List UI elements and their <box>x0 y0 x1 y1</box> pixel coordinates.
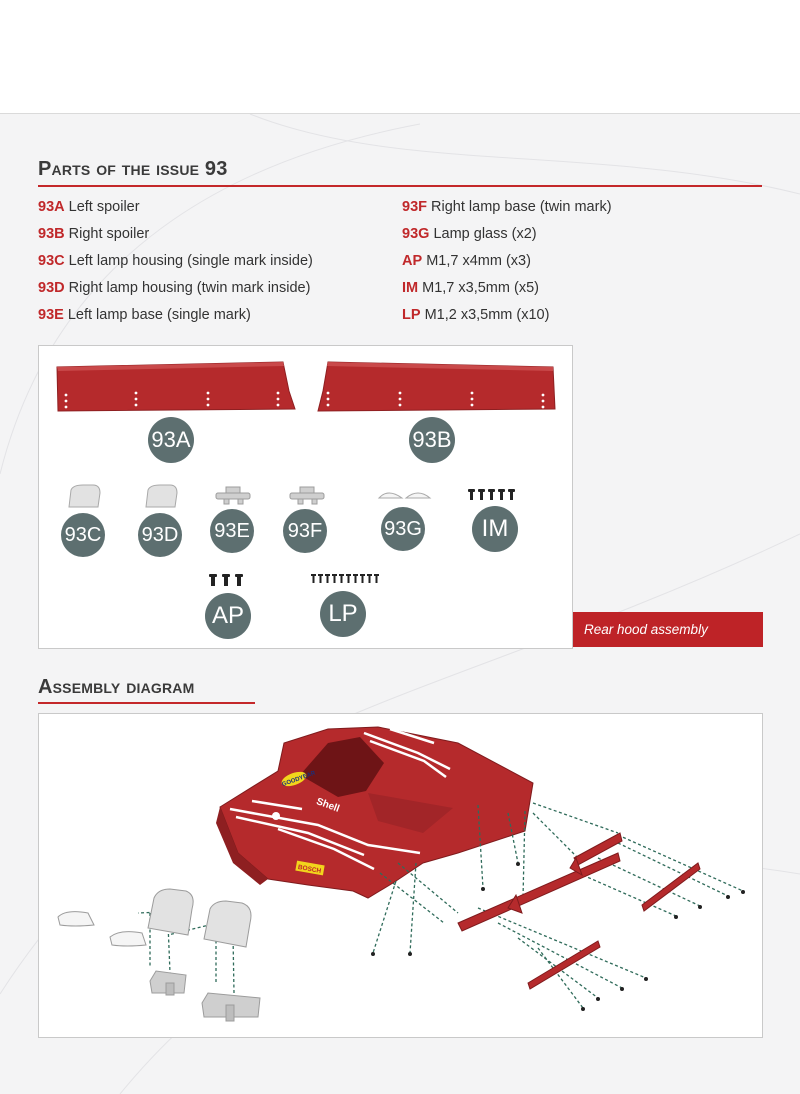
lamp-housing-93d-image <box>145 484 178 508</box>
parts-list-right: 93F Right lamp base (twin mark) 93G Lamp… <box>402 194 612 329</box>
part-row: 93D Right lamp housing (twin mark inside… <box>38 275 313 302</box>
part-row: LP M1,2 x3,5mm (x10) <box>402 302 612 329</box>
caption-banner: Rear hood assembly <box>573 612 763 647</box>
part-row: 93G Lamp glass (x2) <box>402 221 612 248</box>
rear-hood-image: GOODYEAR Shell BOSCH <box>216 726 534 899</box>
part-row: 93F Right lamp base (twin mark) <box>402 194 612 221</box>
badge-93d: 93D <box>138 513 182 557</box>
parts-title: Parts of the issue 93 <box>38 158 228 180</box>
badge-93c: 93C <box>61 513 105 557</box>
lamp-base-93f-image <box>289 486 325 505</box>
part-code: AP <box>402 253 423 269</box>
part-desc: Right spoiler <box>68 226 150 242</box>
bosch-decal: BOSCH <box>297 864 322 875</box>
part-desc: Right lamp base (twin mark) <box>431 199 612 215</box>
spoiler-93b-image <box>317 361 556 412</box>
part-code: 93G <box>402 226 430 242</box>
badge-ap: AP <box>205 593 251 639</box>
screws-im-image <box>468 489 515 500</box>
part-desc: Right lamp housing (twin mark inside) <box>68 280 311 296</box>
part-code: 93E <box>38 307 64 323</box>
part-desc: Left spoiler <box>68 199 140 215</box>
part-code: 93C <box>38 253 65 269</box>
header-band <box>0 0 800 114</box>
screws-ap-image <box>209 574 243 586</box>
lamp-assembly-image <box>57 888 261 1022</box>
badge-93f: 93F <box>283 509 327 553</box>
part-code: LP <box>402 307 421 323</box>
lamp-base-93e-image <box>215 486 251 505</box>
parts-title-rule <box>38 185 762 187</box>
part-code: IM <box>402 280 419 296</box>
part-code: 93B <box>38 226 65 242</box>
part-desc: M1,2 x3,5mm (x10) <box>424 307 550 323</box>
assembly-title: Assembly diagram <box>38 676 195 698</box>
assembly-title-rule <box>38 702 255 704</box>
part-row: 93B Right spoiler <box>38 221 313 248</box>
assembly-illustration: GOODYEAR Shell BOSCH <box>57 726 745 1022</box>
parts-illustration <box>56 361 556 586</box>
parts-list-left: 93A Left spoiler 93B Right spoiler 93C L… <box>38 194 313 329</box>
badge-93a: 93A <box>148 417 194 463</box>
part-desc: Lamp glass (x2) <box>433 226 537 242</box>
lamp-glass-93g-image <box>377 492 432 499</box>
part-desc: M1,7 x4mm (x3) <box>426 253 531 269</box>
part-row: IM M1,7 x3,5mm (x5) <box>402 275 612 302</box>
part-desc: Left lamp base (single mark) <box>67 307 251 323</box>
spoiler-rails-image <box>457 832 701 990</box>
badge-93e: 93E <box>210 509 254 553</box>
badge-lp: LP <box>320 591 366 637</box>
lamp-housing-93c-image <box>68 484 101 508</box>
part-code: 93A <box>38 199 65 215</box>
spoiler-93a-image <box>56 361 296 412</box>
part-row: 93C Left lamp housing (single mark insid… <box>38 248 313 275</box>
part-row: 93E Left lamp base (single mark) <box>38 302 313 329</box>
badge-93g: 93G <box>381 507 425 551</box>
badge-93b: 93B <box>409 417 455 463</box>
screws-lp-image <box>311 574 379 583</box>
badge-im: IM <box>472 506 518 552</box>
part-row: AP M1,7 x4mm (x3) <box>402 248 612 275</box>
part-desc: M1,7 x3,5mm (x5) <box>422 280 539 296</box>
part-code: 93D <box>38 280 65 296</box>
part-row: 93A Left spoiler <box>38 194 313 221</box>
part-code: 93F <box>402 199 427 215</box>
part-desc: Left lamp housing (single mark inside) <box>68 253 313 269</box>
